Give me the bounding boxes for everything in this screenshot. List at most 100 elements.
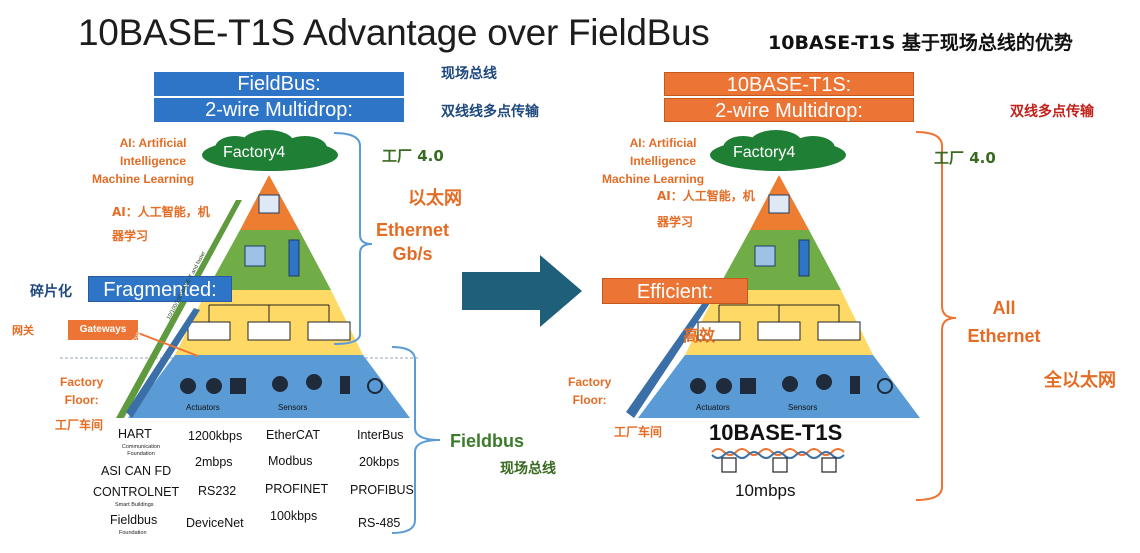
server-icon	[768, 194, 790, 214]
level-sensor-icon	[850, 376, 860, 394]
fieldbus-cn-label: 现场总线	[441, 66, 497, 82]
protocol-fieldbus-sub: Foundation	[119, 530, 147, 536]
robot-icon	[180, 378, 196, 394]
t1s-box: 10BASE-T1S:	[664, 72, 914, 96]
gateways-box: Gateways	[68, 320, 138, 340]
t1s-node	[721, 457, 737, 473]
motor-icon	[206, 378, 222, 394]
fieldbus-band	[626, 298, 712, 418]
fragmented-box: Fragmented:	[88, 276, 232, 302]
cloud-label: Factory4	[733, 144, 796, 161]
protocol-100kbps: 100kbps	[270, 509, 318, 523]
t1s-label: 10BASE-T1S	[709, 420, 843, 445]
fieldbus-brace	[391, 346, 441, 534]
protocol-controlnet: CONTROLNET	[93, 485, 180, 499]
protocol-20kbps: 20kbps	[359, 455, 400, 469]
cloud-shape	[283, 136, 327, 160]
flowmeter-icon	[272, 376, 288, 392]
drive-icon	[798, 239, 810, 277]
protocol-1200kbps: 1200kbps	[188, 429, 243, 443]
protocol-controlnet-sub: Smart Buildings	[115, 502, 154, 508]
ethernet-band	[116, 200, 242, 418]
ai-en-label: AI: Artificial Intelligence Machine Lear…	[92, 136, 195, 186]
left-cloud	[202, 130, 338, 171]
pyramid-green-tier	[717, 230, 841, 290]
cycle-icon	[877, 378, 893, 394]
valve-icon	[230, 378, 246, 394]
field-device-icons	[180, 374, 383, 394]
plc-icon	[247, 321, 291, 341]
actuators-label: Actuators	[186, 403, 220, 412]
cloud-label: Factory4	[223, 144, 286, 161]
protocol-profinet: PROFINET	[265, 482, 329, 496]
ethernet-cn-label: 以太网	[408, 188, 462, 209]
actuators-label: Actuators	[696, 403, 730, 412]
all-ethernet-label: All Ethernet	[967, 298, 1041, 346]
all-ethernet-cn: 全以太网	[1044, 370, 1116, 391]
transition-arrow	[462, 255, 582, 327]
plc-icon	[817, 321, 861, 341]
protocol-asi-can: ASI CAN FD	[101, 464, 172, 478]
flowmeter-icon	[782, 376, 798, 392]
cloud-shape	[750, 130, 802, 156]
protocol-ethercat: EtherCAT	[266, 428, 320, 442]
multidrop-box: 2-wire Multidrop:	[664, 98, 914, 122]
drive-icon	[288, 239, 300, 277]
protocol-fieldbus: Fieldbus	[110, 513, 158, 527]
plc-icon	[187, 321, 231, 341]
factory-floor-label: Factory Floor:	[60, 375, 104, 407]
right-cloud	[710, 130, 846, 171]
operator-icon	[244, 245, 266, 267]
factory-floor-cn: 工厂车间	[55, 418, 104, 432]
operator-icon	[754, 245, 776, 267]
fieldbus-cn-label2: 现场总线	[500, 461, 556, 477]
factory-floor-cn: 工厂车间	[614, 425, 663, 439]
multidrop-cn-label: 双线多点传输	[1010, 104, 1094, 120]
page-title-cn: 10BASE-T1S 基于现场总线的优势	[768, 32, 1073, 54]
factory40-cn: 工厂 4.0	[382, 147, 444, 165]
t1s-wire	[711, 451, 845, 459]
multidrop-cn-label: 双线线多点传输	[441, 104, 539, 120]
all-ethernet-brace	[915, 131, 957, 501]
pyramid-blue-tier	[638, 355, 920, 418]
ai-cn-label: AI：人工智能，机 器学习	[657, 189, 755, 229]
sensors-label: Sensors	[788, 403, 818, 412]
cycle-icon	[367, 378, 383, 394]
ethernet-label: Ethernet Gb/s	[376, 220, 450, 264]
plc-icon	[757, 321, 801, 341]
ai-en-label: AI: Artificial Intelligence Machine Lear…	[602, 136, 705, 186]
protocol-profibus: PROFIBUS	[350, 483, 414, 497]
cloud-shape	[791, 136, 835, 160]
left-pyramid	[116, 175, 410, 418]
server-icon	[258, 194, 280, 214]
efficient-cn-label: 高效	[683, 326, 716, 345]
fragmented-cn-label: 碎片化	[30, 284, 72, 300]
motor-icon	[716, 378, 732, 394]
factory40-cn: 工厂 4.0	[934, 149, 996, 167]
sensors-label: Sensors	[278, 403, 308, 412]
protocol-hart: HART	[118, 427, 152, 441]
gateway-line	[137, 332, 199, 357]
fieldbus-label: Fieldbus	[450, 431, 525, 451]
factory-floor-label: Factory Floor:	[568, 375, 612, 407]
plc-icon	[307, 321, 351, 341]
ai-cn-label: AI：人工智能，机 器学习	[112, 205, 210, 243]
right-pyramid	[626, 175, 920, 418]
gateway-cn-label: 网关	[12, 324, 34, 337]
ethernet-brace	[333, 132, 373, 345]
protocol-hart-sub: Communication Foundation	[121, 444, 161, 457]
pyramid-green-tier	[207, 230, 331, 290]
protocol-rs485: RS-485	[358, 516, 401, 530]
fieldbus-band	[126, 308, 200, 418]
t1s-node	[772, 457, 788, 473]
field-device-icons	[690, 374, 893, 394]
efficient-box: Efficient:	[602, 278, 748, 304]
robot-icon	[690, 378, 706, 394]
multidrop-box: 2-wire Multidrop:	[154, 98, 404, 122]
gauge-icon	[816, 374, 832, 390]
protocol-devicenet: DeviceNet	[186, 516, 244, 530]
t1s-rate: 10mbps	[735, 481, 796, 500]
protocol-interbus: InterBus	[357, 428, 404, 442]
protocol-rs232: RS232	[198, 484, 237, 498]
gauge-icon	[306, 374, 322, 390]
